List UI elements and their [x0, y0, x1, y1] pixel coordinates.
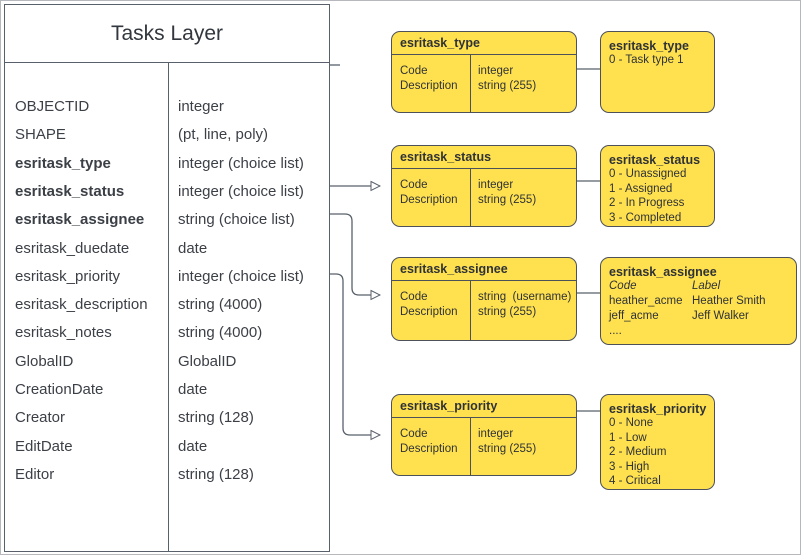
domain-table-assignee: esritask_assignee Code Description strin… — [391, 257, 577, 341]
domain-table-body: Code Description integer string (255) — [392, 169, 576, 226]
value-list-code-header: Code — [609, 280, 637, 292]
domain-table-title: esritask_status — [392, 146, 576, 169]
domain-table-type: esritask_type Code Description integer s… — [391, 31, 577, 113]
field-name: esritask_status — [15, 182, 125, 200]
field-type: integer (choice list) — [178, 154, 304, 172]
column-divider — [470, 281, 471, 340]
field-type: string (4000) — [178, 296, 263, 314]
field-row: OBJECTID integer — [5, 93, 329, 121]
field-row: esritask_notes string (4000) — [5, 319, 329, 347]
field-name: EditDate — [15, 437, 73, 455]
value-list-label-header: Label — [692, 280, 721, 292]
domain-field-types: integer string (255) — [478, 179, 537, 206]
value-list-priority: esritask_priority 0 - None 1 - Low 2 - M… — [600, 394, 715, 490]
field-row: esritask_description string (4000) — [5, 291, 329, 319]
column-divider — [470, 418, 471, 475]
value-list-columns: Code Label heather_acme jeff_acme .... H… — [601, 279, 796, 339]
value-list-items: 0 - Task type 1 — [609, 54, 684, 66]
domain-table-body: Code Description string (username) strin… — [392, 281, 576, 340]
field-type: date — [178, 239, 208, 257]
field-row: SHAPE (pt, line, poly) — [5, 121, 329, 149]
field-row: esritask_duedate date — [5, 235, 329, 263]
field-row: esritask_assignee string (choice list) — [5, 206, 329, 234]
domain-table-title: esritask_priority — [392, 395, 576, 418]
domain-field-names: Code Description — [400, 179, 458, 206]
value-list-title: esritask_type — [609, 39, 689, 53]
field-name: esritask_type — [15, 154, 111, 172]
field-name: esritask_duedate — [15, 239, 130, 257]
domain-table-body: Code Description integer string (255) — [392, 55, 576, 112]
field-type: string (4000) — [178, 324, 263, 342]
value-list-labels: Heather Smith Jeff Walker — [692, 295, 766, 322]
domain-table-title: esritask_type — [392, 32, 576, 55]
field-name: OBJECTID — [15, 98, 90, 115]
field-row: Editor string (128) — [5, 461, 329, 489]
column-divider — [470, 169, 471, 226]
field-type: integer (choice list) — [178, 182, 304, 200]
field-name: CreationDate — [15, 381, 104, 398]
domain-field-types: integer string (255) — [478, 428, 537, 455]
field-row: esritask_type integer (choice list) — [5, 150, 329, 178]
field-row: EditDate date — [5, 433, 329, 461]
field-name: SHAPE — [15, 126, 66, 144]
value-list-status: esritask_status 0 - Unassigned 1 - Assig… — [600, 145, 715, 227]
value-list-items: 0 - Unassigned 1 - Assigned 2 - In Progr… — [609, 168, 687, 224]
field-name: esritask_description — [15, 296, 148, 314]
field-name: GlobalID — [15, 352, 74, 370]
domain-table-status: esritask_status Code Description integer… — [391, 145, 577, 227]
page-title: Tasks Layer — [5, 5, 329, 63]
value-list-title: esritask_status — [609, 153, 701, 167]
domain-table-title: esritask_assignee — [392, 258, 576, 281]
field-name: esritask_priority — [15, 267, 121, 285]
field-row: Creator string (128) — [5, 404, 329, 432]
field-name: esritask_assignee — [15, 211, 145, 229]
field-type: GlobalID — [178, 352, 237, 370]
domain-field-names: Code Description — [400, 65, 458, 92]
column-divider — [168, 63, 169, 551]
field-type: (pt, line, poly) — [178, 126, 269, 144]
domain-field-names: Code Description — [400, 428, 458, 455]
field-row: esritask_status integer (choice list) — [5, 178, 329, 206]
value-list-codes: heather_acme jeff_acme .... — [609, 295, 683, 337]
field-type: integer — [178, 98, 224, 115]
field-type: date — [178, 381, 208, 398]
value-list-items: 0 - None 1 - Low 2 - Medium 3 - High 4 -… — [609, 417, 667, 487]
domain-table-body: Code Description integer string (255) — [392, 418, 576, 475]
field-name: Editor — [15, 465, 55, 483]
domain-field-types: integer string (255) — [478, 65, 537, 92]
field-name: esritask_notes — [15, 324, 112, 342]
domain-field-names: Code Description — [400, 291, 458, 318]
value-list-type: esritask_type 0 - Task type 1 — [600, 31, 715, 113]
field-row: esritask_priority integer (choice list) — [5, 263, 329, 291]
value-list-title: esritask_priority — [609, 402, 707, 416]
field-name: Creator — [15, 409, 66, 427]
field-row: CreationDate date — [5, 376, 329, 404]
domain-table-priority: esritask_priority Code Description integ… — [391, 394, 577, 476]
field-type: string (128) — [178, 465, 254, 483]
field-type: string (choice list) — [178, 211, 295, 229]
domain-field-types: string (username) string (255) — [478, 291, 572, 318]
field-type: string (128) — [178, 409, 254, 427]
value-list-title: esritask_assignee — [609, 265, 717, 279]
field-row: GlobalID GlobalID — [5, 348, 329, 376]
value-list-assignee: esritask_assignee Code Label heather_acm… — [600, 257, 797, 345]
field-type: date — [178, 437, 208, 455]
column-divider — [470, 55, 471, 112]
field-type: integer (choice list) — [178, 267, 304, 285]
